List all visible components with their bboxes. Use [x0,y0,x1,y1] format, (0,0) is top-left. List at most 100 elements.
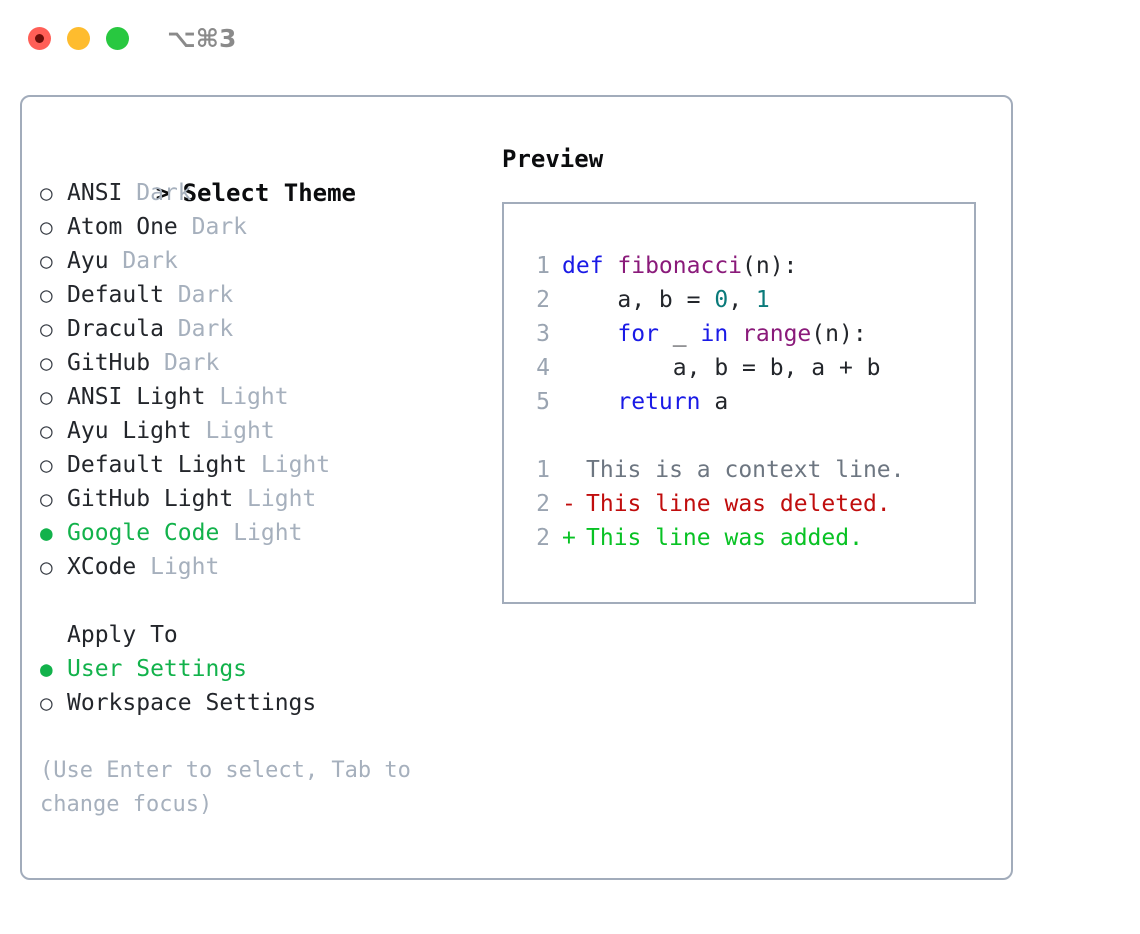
radio-empty-icon: ○ [40,487,53,511]
apply-to-option-label: User Settings [67,656,248,682]
code-token-function: range [742,321,812,347]
theme-option-variant: Light [233,520,303,546]
code-token-function: fibonacci [617,253,743,279]
title-bar: ⌥⌘3 [0,0,1140,78]
radio-empty-icon: ○ [40,249,53,273]
preview-title: Preview [502,145,604,173]
spacer [109,248,123,274]
spacer [150,350,164,376]
diff-marker: - [562,491,576,517]
spacer [164,316,178,342]
diff-marker [562,453,586,487]
close-button[interactable] [28,27,51,50]
theme-option-variant: Dark [163,350,220,376]
apply-to-option-label: Workspace Settings [67,690,317,716]
theme-option-dracula[interactable]: ○ Dracula Dark [40,312,480,346]
spacer [219,520,233,546]
theme-option-ansi-light[interactable]: ○ANSI Light Light [40,380,480,414]
theme-option-google-code[interactable]: ●Google Code Light [40,516,480,550]
theme-option-ayu[interactable]: ○Ayu Dark [40,244,480,278]
list-spacer [40,584,480,618]
code-line: 3 for _ in range(n): [524,317,905,351]
code-token-plain: , [728,287,756,313]
code-token-plain [562,389,617,415]
theme-option-default-light[interactable]: ○Default Light Light [40,448,480,482]
code-token-plain [728,321,742,347]
diff-text: This is a context line. [586,457,905,483]
radio-empty-icon: ○ [40,215,53,239]
diff-line-context: 1 This is a context line. [524,453,905,487]
radio-empty-icon: ○ [40,283,53,307]
spacer [192,418,206,444]
radio-empty-icon: ○ [40,181,53,205]
spacer [122,180,136,206]
theme-option-name: Atom One [67,214,178,240]
theme-option-variant: Dark [177,282,234,308]
line-number: 1 [536,457,550,483]
theme-option-xcode[interactable]: ○XCode Light [40,550,480,584]
theme-option-name: GitHub Light [67,486,234,512]
code-diff-gap [524,419,905,453]
radio-empty-icon: ○ [40,691,53,715]
theme-option-list: ○ANSI Dark○Atom One Dark○Ayu Dark○Defaul… [40,176,480,584]
code-token-plain: (n): [742,253,798,279]
line-number: 5 [536,389,550,415]
maximize-button[interactable] [106,27,129,50]
spacer [247,452,261,478]
code-token-plain: _ [658,321,701,347]
diff-line-deleted: 2-This line was deleted. [524,487,905,521]
code-token-keyword: for [617,321,659,347]
radio-empty-icon: ○ [40,317,53,341]
theme-option-atom-one[interactable]: ○ Atom One Dark [40,210,480,244]
code-line: 5 return a [524,385,905,419]
theme-option-variant: Dark [136,180,192,206]
theme-option-name: Dracula [67,316,164,342]
theme-option-name: Default [67,282,164,308]
code-line: 4 a, b = b, a + b [524,351,905,385]
diff-marker: + [562,525,576,551]
theme-option-name: Default Light [67,452,248,478]
diff-line-added: 2 + This line was added. [524,521,905,555]
line-number: 1 [536,253,550,279]
line-number: 2 [536,525,550,551]
spacer [205,384,219,410]
theme-option-variant: Dark [177,316,234,342]
diff-text: This line was added. [586,525,863,551]
select-theme-label: Select Theme [182,179,356,207]
code-token-plain: a, b = b, a + b [562,355,881,381]
spacer [233,486,247,512]
theme-option-name: ANSI Light [67,384,206,410]
code-token-keyword: in [700,321,729,347]
theme-option-variant: Dark [191,214,248,240]
theme-option-github[interactable]: ○GitHub Dark [40,346,480,380]
apply-to-option-list: ●User Settings ○ Workspace Settings [40,652,480,720]
theme-option-variant: Light [219,384,289,410]
code-token-number: 1 [755,287,770,313]
window-title: ⌥⌘3 [167,24,237,53]
theme-option-variant: Light [205,418,275,444]
minimize-button[interactable] [67,27,90,50]
apply-to-option-workspace-settings[interactable]: ○ Workspace Settings [40,686,480,720]
apply-to-title: Apply To [67,622,178,648]
apply-to-option-user-settings[interactable]: ●User Settings [40,652,480,686]
caret-icon: > [155,179,171,207]
code-token-plain: a, b = [562,287,715,313]
theme-option-github-light[interactable]: ○GitHub Light Light [40,482,480,516]
code-token-keyword: return [617,389,701,415]
code-token-plain [562,321,617,347]
radio-selected-icon: ● [40,521,53,545]
theme-option-ansi[interactable]: ○ ANSI Dark [40,176,480,210]
theme-option-name: ANSI [67,180,123,206]
spacer [164,282,178,308]
radio-empty-icon: ○ [40,453,53,477]
line-number: 2 [536,491,550,517]
theme-option-ayu-light[interactable]: ○Ayu Light Light [40,414,480,448]
code-token-plain: a [700,389,729,415]
theme-option-default[interactable]: ○ Default Dark [40,278,480,312]
